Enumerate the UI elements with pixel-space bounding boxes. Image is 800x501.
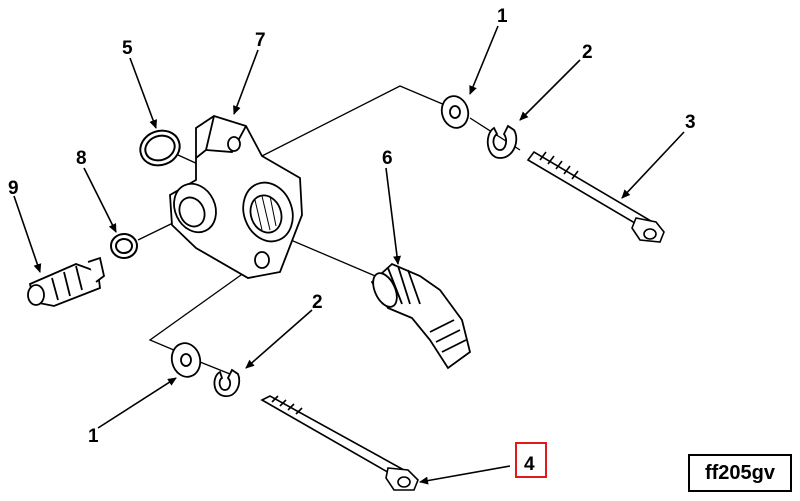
callout-7: 7 — [255, 30, 266, 51]
callout-4: 4 — [524, 454, 535, 475]
callout-1-bottom: 1 — [88, 426, 99, 447]
part-seal — [110, 233, 138, 259]
leader-arrows — [13, 25, 685, 485]
part-lockwasher-bottom — [213, 368, 241, 397]
figure-id: ff205gv — [704, 461, 776, 484]
callout-3: 3 — [685, 112, 696, 133]
figure-id-box: ff205gv — [688, 454, 792, 492]
callout-2-bottom: 2 — [312, 292, 323, 313]
part-lockwasher-top — [486, 124, 518, 159]
part-washer-top — [440, 95, 470, 129]
part-elbow — [370, 262, 472, 370]
callout-2-top: 2 — [582, 42, 593, 63]
part-fitting — [27, 256, 106, 307]
callout-5: 5 — [122, 38, 133, 59]
callout-4-highlight — [515, 442, 547, 478]
part-washer-bottom — [170, 342, 202, 378]
callout-1-top: 1 — [497, 6, 508, 27]
callout-9: 9 — [8, 178, 19, 199]
callout-8: 8 — [76, 148, 87, 169]
part-bolt-top — [526, 150, 665, 243]
part-bolt-bottom — [260, 395, 419, 491]
callout-6: 6 — [382, 148, 393, 169]
part-housing — [169, 115, 303, 279]
part-o-ring — [139, 129, 181, 167]
